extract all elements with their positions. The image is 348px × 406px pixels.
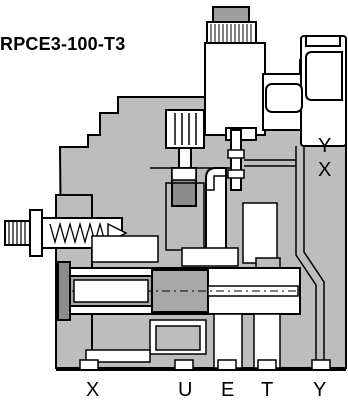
spool-left-chamber xyxy=(57,261,71,321)
solenoid-cap xyxy=(212,6,250,24)
port-label-y-right: Y xyxy=(318,135,332,157)
solenoid-coil xyxy=(204,42,266,136)
passage-x xyxy=(85,349,151,363)
passage-e xyxy=(213,313,243,369)
adjust-nut xyxy=(29,209,43,257)
armature-seat xyxy=(227,149,245,159)
right-pocket xyxy=(242,202,278,264)
port-label-e: E xyxy=(221,379,235,401)
armature-seat-2 xyxy=(227,169,245,179)
port-label-y-bottom: Y xyxy=(313,379,327,401)
channel-y-2 xyxy=(303,146,325,368)
port-label-x-bottom: X xyxy=(86,379,100,401)
upper-gallery xyxy=(150,167,237,191)
connector-plug-inner xyxy=(305,51,343,101)
pilot-plunger-top xyxy=(171,167,197,181)
connector-plug-lip xyxy=(305,35,341,47)
armature-pin xyxy=(230,129,242,191)
central-passage xyxy=(205,167,227,263)
port-label-t: T xyxy=(261,379,274,401)
port-label-u: U xyxy=(178,379,193,401)
spool-inner-cavity xyxy=(73,279,149,303)
passage-t xyxy=(253,313,281,369)
upper-cavity-mid xyxy=(181,247,239,267)
passage-u-spool xyxy=(155,325,201,351)
port-label-x-right: X xyxy=(318,159,332,181)
pilot-chamber xyxy=(165,109,205,149)
upper-cavity-left xyxy=(91,235,159,263)
diagram-title: RPCE3-100-T3 xyxy=(0,34,126,54)
channel-y xyxy=(295,146,317,368)
connector-socket xyxy=(265,83,303,113)
